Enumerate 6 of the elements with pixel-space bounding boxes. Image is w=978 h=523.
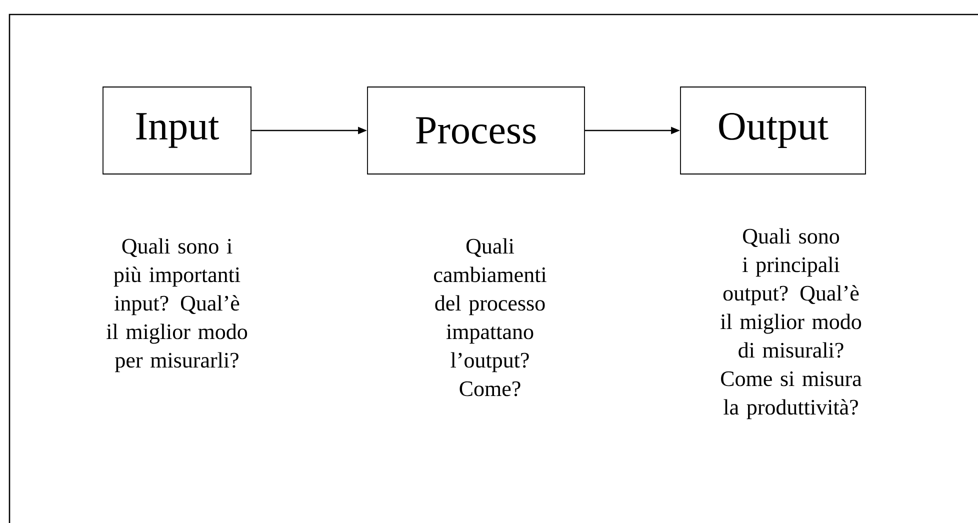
question-text: Quali cambiamenti del processo impattano l’output? Come? [434, 238, 546, 396]
process-box: Process [367, 86, 585, 174]
question-text: Quali sono i principali output? Qual’è il miglior modo di misurali? Come si misura la produttività? [720, 228, 862, 420]
question-text: Quali sono i più importanti input? Qual’è il miglior modo per misurarli? [106, 238, 248, 372]
process-box: Input [102, 86, 252, 174]
process-box: Output [680, 86, 866, 174]
